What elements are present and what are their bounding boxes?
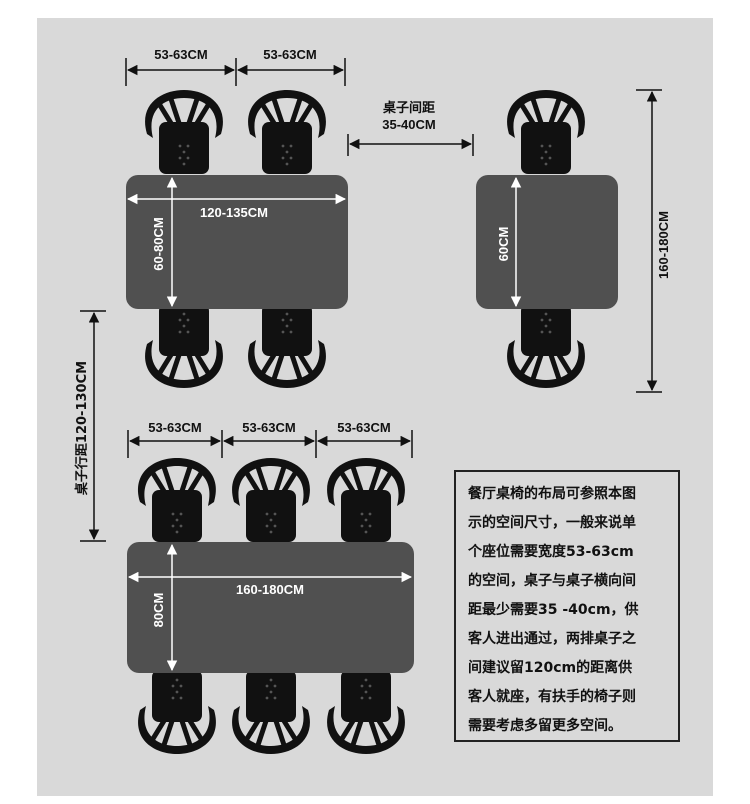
seat-width-label: 53-63CM (337, 420, 390, 435)
table-width-label: 60-80CM (151, 217, 166, 270)
table-gap-label: 桌子间距 (383, 100, 435, 116)
note-line: 距最少需要35 -40cm，供 (468, 602, 639, 618)
chair (507, 304, 585, 388)
row-gap-dim: 桌子行距120-130CM (74, 310, 106, 542)
table-top-left (126, 175, 348, 309)
seat-width-dims-top: 53-63CM 53-63CM (125, 47, 346, 86)
table-dims-top-right: 60CM 160-180CM (496, 89, 671, 393)
note-line: 示的空间尺寸，一般来说单 (468, 515, 636, 531)
chair (145, 90, 223, 174)
table-bottom (127, 542, 414, 673)
note-box: 餐厅桌椅的布局可参照本图 示的空间尺寸，一般来说单 个座位需要宽度53-63cm… (454, 470, 680, 742)
note-line: 客人进出通过，两排桌子之 (468, 631, 636, 647)
table-gap-dim: 桌子间距 35-40CM (347, 100, 474, 156)
note-line: 的空间，桌子与桌子横向间 (468, 573, 636, 589)
chair (232, 458, 310, 542)
chair (327, 458, 405, 542)
chair (248, 90, 326, 174)
note-line: 个座位需要宽度53-63cm (468, 544, 634, 560)
seat-width-label: 53-63CM (263, 47, 316, 62)
chair (507, 90, 585, 174)
seat-width-label: 53-63CM (154, 47, 207, 62)
seat-width-label: 53-63CM (148, 420, 201, 435)
chair (232, 670, 310, 754)
chair (138, 670, 216, 754)
total-length-label: 160-180CM (656, 211, 671, 279)
table-dims-top-left: 120-135CM 60-80CM (126, 176, 347, 308)
row-gap-label: 桌子行距120-130CM (74, 361, 90, 495)
table-dims-bottom: 160-180CM 80CM (127, 543, 413, 672)
chair (248, 304, 326, 388)
seat-width-label: 53-63CM (242, 420, 295, 435)
note-line: 间建议留120cm的距离供 (468, 660, 633, 676)
chair (327, 670, 405, 754)
seat-width-dims-bottom: 53-63CM 53-63CM 53-63CM (127, 420, 413, 458)
note-line: 需要考虑多留更多空间。 (468, 718, 622, 734)
table-length-label: 120-135CM (200, 205, 268, 220)
chair (138, 458, 216, 542)
note-line: 餐厅桌椅的布局可参照本图 (468, 486, 636, 502)
table-width-label: 60CM (496, 227, 511, 262)
note-line: 客人就座，有扶手的椅子则 (468, 689, 636, 705)
table-width-label: 80CM (151, 593, 166, 628)
chair (145, 304, 223, 388)
table-length-label: 160-180CM (236, 582, 304, 597)
table-gap-value: 35-40CM (382, 117, 435, 132)
